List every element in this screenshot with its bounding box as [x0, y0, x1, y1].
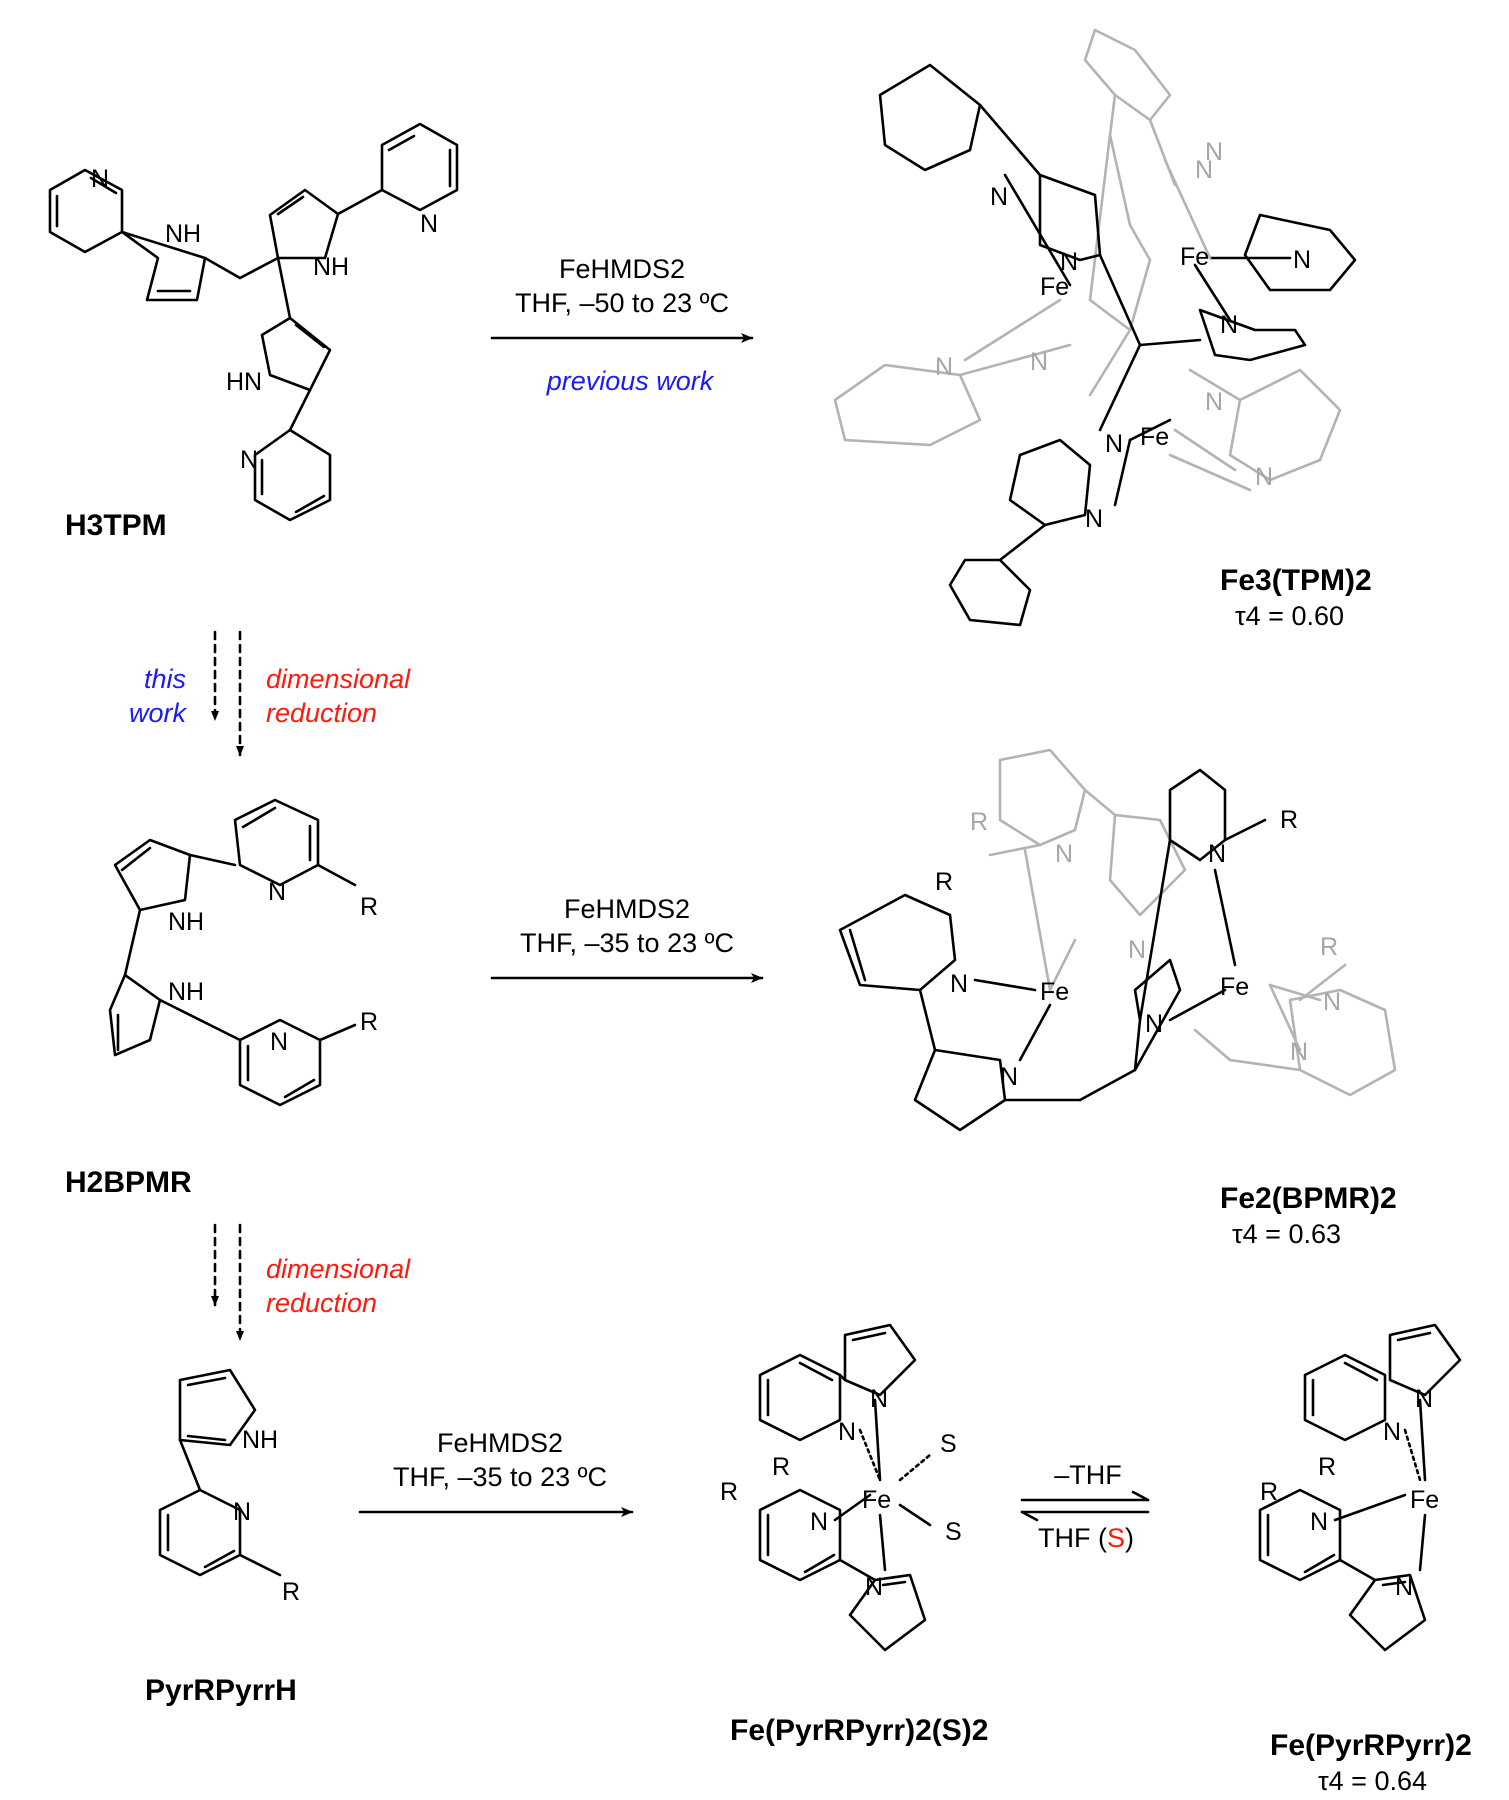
atom-r: R	[970, 808, 988, 836]
atom-hn: HN	[226, 368, 262, 396]
pyrpyrrh-structure: NH N R	[158, 1368, 300, 1606]
atom-r: R	[360, 893, 378, 921]
reaction-1-conditions: THF, –50 to 23 ºC	[515, 288, 729, 318]
atom-r: R	[1320, 933, 1338, 961]
reaction-2-reagent: FeHMDS2	[564, 894, 690, 924]
reaction-3-conditions: THF, –35 to 23 ºC	[393, 1462, 607, 1492]
atom-n: N	[838, 1418, 856, 1446]
atom-n: N	[270, 1028, 288, 1056]
atom-n: N	[1205, 388, 1223, 416]
step1-right-line2: reduction	[266, 698, 377, 728]
h3tpm-label: H3TPM	[65, 509, 167, 542]
atom-n: N	[950, 970, 968, 998]
atom-n: N	[1060, 248, 1078, 276]
atom-n: N	[1255, 463, 1273, 491]
fe3-tpm2-label: Fe3(TPM)2	[1220, 564, 1372, 597]
atom-nh: NH	[165, 220, 201, 248]
fe-atom: Fe	[1040, 978, 1069, 1006]
reaction-1-note: previous work	[546, 366, 715, 396]
atom-n: N	[1030, 348, 1048, 376]
reaction-2-conditions: THF, –35 to 23 ºC	[520, 928, 734, 958]
eq-arrow-reverse-head	[1020, 1510, 1039, 1522]
atom-n: N	[1310, 1508, 1328, 1536]
fe-atom: Fe	[862, 1486, 891, 1514]
atom-n: N	[233, 1498, 251, 1526]
atom-n: N	[935, 353, 953, 381]
atom-s: S	[940, 1430, 957, 1458]
atom-n: N	[1208, 840, 1226, 868]
atom-r: R	[1280, 806, 1298, 834]
fe-atom: Fe	[1040, 273, 1069, 301]
atom-n: N	[1293, 246, 1311, 274]
reaction-1-reagent: FeHMDS2	[559, 254, 685, 284]
atom-n: N	[1145, 1010, 1163, 1038]
fe-pyrpyrr2-s2-label: Fe(PyrRPyrr)2(S)2	[730, 1714, 988, 1747]
atom-n: N	[1323, 988, 1341, 1016]
atom-nh: NH	[168, 908, 204, 936]
atom-n: N	[268, 878, 286, 906]
atom-r: R	[935, 868, 953, 896]
eq-reverse-part1: THF (	[1038, 1523, 1107, 1553]
atom-r: R	[772, 1453, 790, 1481]
atom-n: N	[1220, 311, 1238, 339]
atom-n: N	[865, 1573, 883, 1601]
atom-n: N	[1383, 1418, 1401, 1446]
fe2-bpm2-label: Fe2(BPMR)2	[1220, 1182, 1397, 1215]
fe-atom: Fe	[1140, 423, 1169, 451]
atom-r: R	[1260, 1478, 1278, 1506]
atom-nh: NH	[242, 1426, 278, 1454]
atom-n: N	[1105, 430, 1123, 458]
reaction-3-reagent: FeHMDS2	[437, 1428, 563, 1458]
atom-r: R	[720, 1478, 738, 1506]
atom-n: N	[1195, 156, 1213, 184]
atom-r: R	[360, 1008, 378, 1036]
atom-n: N	[1205, 138, 1223, 166]
atom-n: N	[1055, 840, 1073, 868]
fe-pyrpyrr2-s2-structure: N N R R Fe S S N N	[720, 1323, 962, 1652]
atom-n: N	[810, 1508, 828, 1536]
step2-right-line1: dimensional	[266, 1254, 411, 1284]
step1-right-line1: dimensional	[266, 664, 411, 694]
eq-forward-label: –THF	[1054, 1460, 1122, 1490]
atom-s: S	[945, 1518, 962, 1546]
fe2-bpm2-structure: Fe Fe R N N N R N R N N R N N	[838, 748, 1397, 1132]
atom-n: N	[91, 165, 109, 193]
atom-n: N	[1085, 505, 1103, 533]
atom-n: N	[870, 1385, 888, 1413]
atom-n: N	[240, 446, 258, 474]
atom-n: N	[1000, 1063, 1018, 1091]
atom-nh: NH	[168, 978, 204, 1006]
fe-atom: Fe	[1410, 1486, 1439, 1514]
fe-pyrpyrr2-structure: N N R R Fe N N	[1258, 1323, 1462, 1652]
fe-atom: Fe	[1220, 973, 1249, 1001]
atom-n: N	[420, 210, 438, 238]
atom-r: R	[282, 1578, 300, 1606]
eq-reverse-part2: )	[1125, 1523, 1134, 1553]
atom-n: N	[990, 183, 1008, 211]
step1-left-line1: this	[144, 664, 186, 694]
fe3-tpm2-tau: τ4 = 0.60	[1235, 601, 1344, 631]
eq-reverse-s: S	[1107, 1523, 1125, 1553]
atom-r: R	[1318, 1453, 1336, 1481]
h3tpm-structure: N NH NH N HN N	[48, 122, 459, 522]
atom-n: N	[1290, 1038, 1308, 1066]
h2bpm-label: H2BPMR	[65, 1166, 192, 1199]
atom-n: N	[1395, 1573, 1413, 1601]
fe-pyrpyrr2-label: Fe(PyrRPyrr)2	[1270, 1729, 1472, 1762]
atom-n: N	[1128, 936, 1146, 964]
eq-arrow-forward-head	[1131, 1490, 1150, 1502]
h2bpm-structure: N R NH NH N R	[108, 798, 378, 1107]
fe-pyrpyrr2-tau: τ4 = 0.64	[1318, 1766, 1427, 1796]
fe3-tpm2-structure: Fe Fe Fe N N N N N N N N N N N N	[833, 28, 1357, 627]
atom-nh: NH	[313, 253, 349, 281]
fe2-bpm2-tau: τ4 = 0.63	[1232, 1219, 1341, 1249]
eq-reverse-label: THF (S)	[1038, 1523, 1134, 1553]
step1-left-line2: work	[129, 698, 188, 728]
fe-atom: Fe	[1180, 243, 1209, 271]
atom-n: N	[1415, 1385, 1433, 1413]
pyrpyrrh-label: PyrRPyrrH	[145, 1674, 297, 1707]
step2-right-line2: reduction	[266, 1288, 377, 1318]
